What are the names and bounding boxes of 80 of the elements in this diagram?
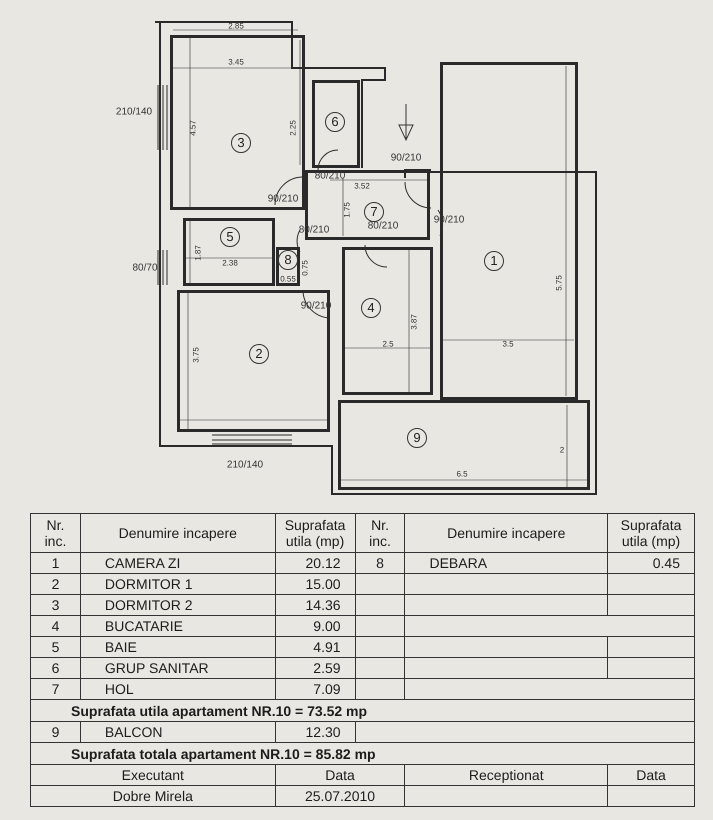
table-cell: BAIE [80,636,276,658]
window-size-label: 80/70 [132,262,158,274]
room-outline [276,247,300,286]
dimension-label: 2.85 [228,22,244,30]
room-number: 8 [278,250,298,270]
column-header: Suprafata utila (mp) [275,514,356,552]
dimension-label: 0.75 [300,260,310,276]
table-cell: HOL [80,678,276,700]
total-row: Suprafata totala apartament NR.10 = 85.82 mp [30,742,694,764]
room-number: 9 [407,428,427,448]
dimension-label: 3.87 [410,314,418,330]
table-cell: GRUP SANITAR [80,658,276,678]
dimension-label: 4.57 [188,120,198,136]
table-cell: 2.59 [275,658,356,678]
dimension-label: 6.5 [456,470,468,478]
room-number: 4 [361,298,381,318]
table-cell: Data [275,764,405,786]
room-number: 5 [220,227,240,247]
table-cell: BUCATARIE [80,616,276,636]
table-cell: 0.45 [608,552,694,574]
table-cell: Receptionat [404,764,608,786]
dimension-label: 1.75 [342,202,352,218]
table-cell: 2 [30,574,80,594]
dimension-label: 3.45 [228,58,244,66]
table-cell: 4 [30,616,80,636]
table-cell: 4.91 [275,636,356,658]
table-cell: 8 [355,552,405,574]
table-cell: 25.07.2010 [275,786,405,806]
table-cell: Dobre Mirela [30,786,276,806]
table-cell: Data [608,764,694,786]
door-size-label: 90/210 [390,152,422,164]
door-size-label: 80/210 [314,170,346,182]
room-outline [170,35,305,210]
table-cell: 6 [30,658,80,678]
column-header: Suprafata utila (mp) [608,514,694,552]
column-header: Denumire incapere [80,514,276,552]
dimension-label: 5.75 [554,275,564,291]
dimension-label: 1.87 [194,245,202,261]
table-cell: Executant [30,764,276,786]
room-number: 2 [249,344,269,364]
table-cell: DORMITOR 2 [80,594,276,616]
table-cell: 7 [30,678,80,700]
table-cell: 1 [30,552,80,574]
window-size-label: 210/140 [116,106,152,118]
dimension-label: 2.5 [382,340,394,348]
room-outline [177,290,330,432]
column-header: Denumire incapere [404,514,608,552]
dimension-label: 3.5 [502,340,514,348]
room-number: 3 [231,133,251,153]
door-size-label: 80/210 [368,220,398,232]
table-cell: DEBARA [404,552,608,574]
table-cell: 9.00 [275,616,356,636]
table-cell: 9 [30,722,80,742]
table-cell: 20.12 [275,552,356,574]
table-cell: 3 [30,594,80,616]
table-cell: 12.30 [275,722,356,742]
window-size-label: 210/140 [226,460,264,470]
dimension-label: 2.38 [222,258,238,268]
room-outline [342,247,433,395]
dimension-label: 2.25 [288,120,298,136]
column-header: Nr. inc. [30,514,80,552]
table-cell: 5 [30,636,80,658]
room-outline [312,80,360,168]
room-outline [338,400,590,490]
column-header: Nr. inc. [355,514,405,552]
dimension-label: 3.52 [354,182,370,190]
room-number: 6 [325,112,345,132]
table-cell: CAMERA ZI [80,552,276,574]
table-cell: BALCON [80,722,276,742]
dimension-label: 3.75 [192,347,200,363]
room-number: 7 [364,202,384,222]
table-cell: DORMITOR 1 [80,574,276,594]
table-cell: 7.09 [275,678,356,700]
table-cell: 14.36 [275,594,356,616]
room-outline [183,218,275,286]
dimension-label: 0.55 [280,274,296,284]
total-row: Suprafata utila apartament NR.10 = 73.52 mp [30,700,694,722]
table-cell: 15.00 [275,574,356,594]
room-number: 1 [484,251,504,271]
dimension-label: 2 [560,446,564,454]
